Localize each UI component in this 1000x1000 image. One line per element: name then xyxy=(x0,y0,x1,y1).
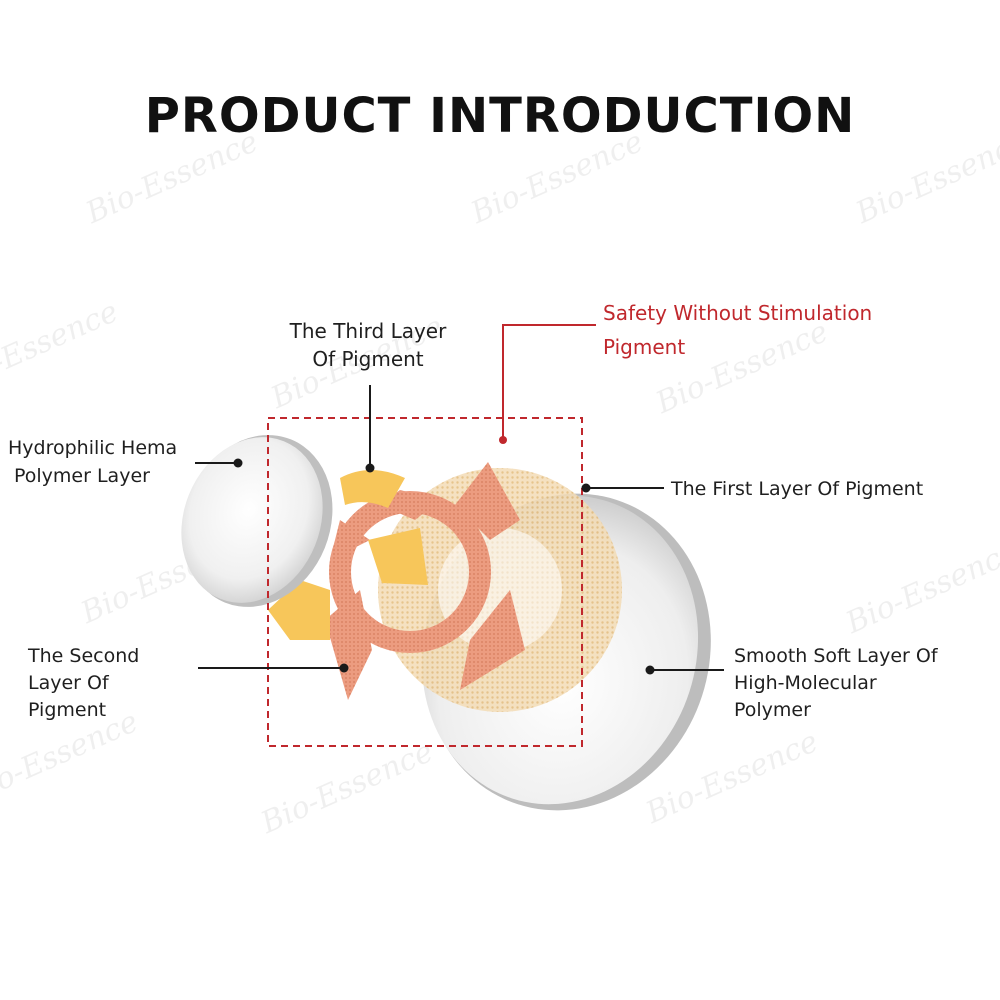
label-line: Smooth Soft Layer Of xyxy=(734,645,938,667)
label-line: Pigment xyxy=(28,699,107,721)
label-safety-without-stimulation: Safety Without Stimulation Pigment xyxy=(603,296,872,364)
label-line: Hydrophilic Hema xyxy=(8,437,178,459)
label-line: Layer Of xyxy=(28,672,109,694)
label-line: Of Pigment xyxy=(312,347,424,371)
label-line: The First Layer Of Pigment xyxy=(671,478,924,500)
label-line: The Third Layer xyxy=(289,319,447,343)
label-first-pigment-layer: The First Layer Of Pigment xyxy=(671,475,923,503)
label-second-pigment-layer: The Second Layer Of Pigment xyxy=(28,643,139,724)
second-pigment-layer xyxy=(325,462,525,700)
label-hydrophilic-hema-layer: Hydrophilic Hema Polymer Layer xyxy=(8,434,177,490)
label-line: High-Molecular xyxy=(734,672,877,694)
page-title: PRODUCT INTRODUCTION xyxy=(144,88,856,144)
label-third-pigment-layer: The Third Layer Of Pigment xyxy=(268,317,468,373)
label-line: Polymer Layer xyxy=(14,465,150,487)
label-line: The Second xyxy=(28,645,140,667)
label-smooth-soft-layer: Smooth Soft Layer Of High-Molecular Poly… xyxy=(734,643,938,724)
label-line: Safety Without Stimulation xyxy=(603,301,873,325)
third-pigment-layer xyxy=(268,470,428,640)
leader-lines xyxy=(195,324,724,675)
focus-dashed-box xyxy=(267,417,583,747)
label-line: Pigment xyxy=(603,335,686,359)
label-line: Polymer xyxy=(734,699,811,721)
hydrophilic-hema-lens xyxy=(181,435,333,607)
